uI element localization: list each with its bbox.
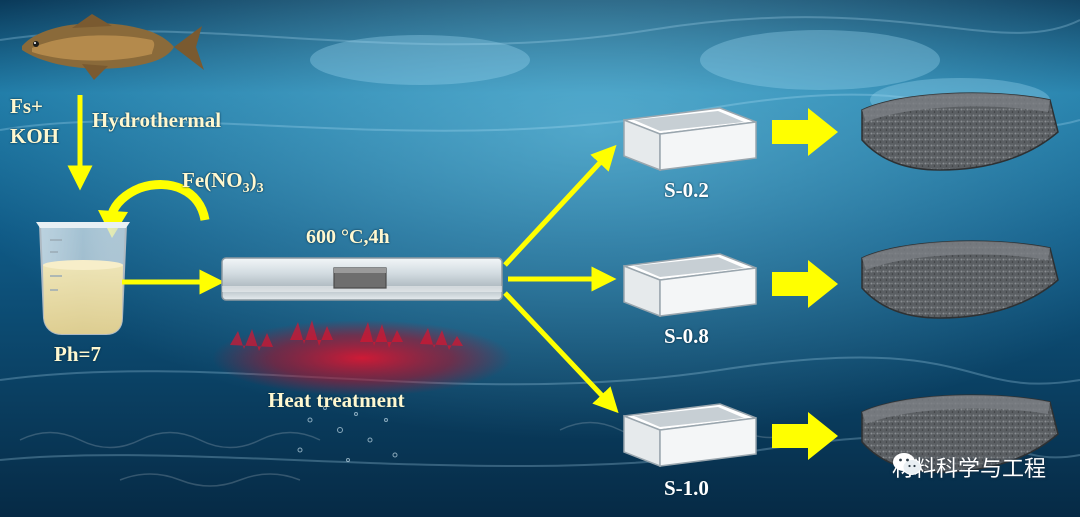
heat-glow (212, 320, 512, 396)
arrow-reagent (107, 180, 210, 222)
input-label-fs: Fs+ (10, 94, 43, 118)
block-arrow-s08 (772, 260, 838, 308)
reagent-main: Fe(NO (182, 168, 243, 192)
porous-block-s08 (861, 240, 1059, 319)
crucible-s10 (623, 403, 757, 468)
tube-furnace (221, 257, 503, 301)
watermark: 材料科学与工程 (892, 451, 1046, 483)
step-hydrothermal-label: Hydrothermal (92, 108, 222, 132)
sample-label-s08: S-0.8 (664, 324, 709, 348)
arrow-to-s02 (503, 144, 617, 267)
reagent-label: Fe(NO3)3 (182, 168, 264, 197)
sample-label-s10: S-1.0 (664, 476, 709, 500)
input-label-koh: KOH (10, 124, 60, 148)
wechat-icon (892, 453, 922, 475)
reagent-subscript-1: 3 (242, 181, 250, 197)
ph-label: Ph=7 (54, 342, 101, 366)
crucible-s02 (623, 107, 757, 172)
temperature-label: 600 °C,4h (306, 226, 390, 248)
crucible-s08 (623, 253, 757, 318)
heat-treatment-label: Heat treatment (268, 388, 405, 412)
porous-block-s02 (861, 92, 1059, 171)
sample-label-s02: S-0.2 (664, 178, 709, 202)
block-arrow-s10 (772, 412, 838, 460)
reagent-close: ) (249, 168, 257, 192)
fish-icon (22, 14, 204, 80)
beaker-icon (36, 222, 130, 335)
block-arrow-s02 (772, 108, 838, 156)
arrow-to-s10 (503, 291, 619, 414)
reagent-subscript-2: 3 (256, 181, 264, 197)
